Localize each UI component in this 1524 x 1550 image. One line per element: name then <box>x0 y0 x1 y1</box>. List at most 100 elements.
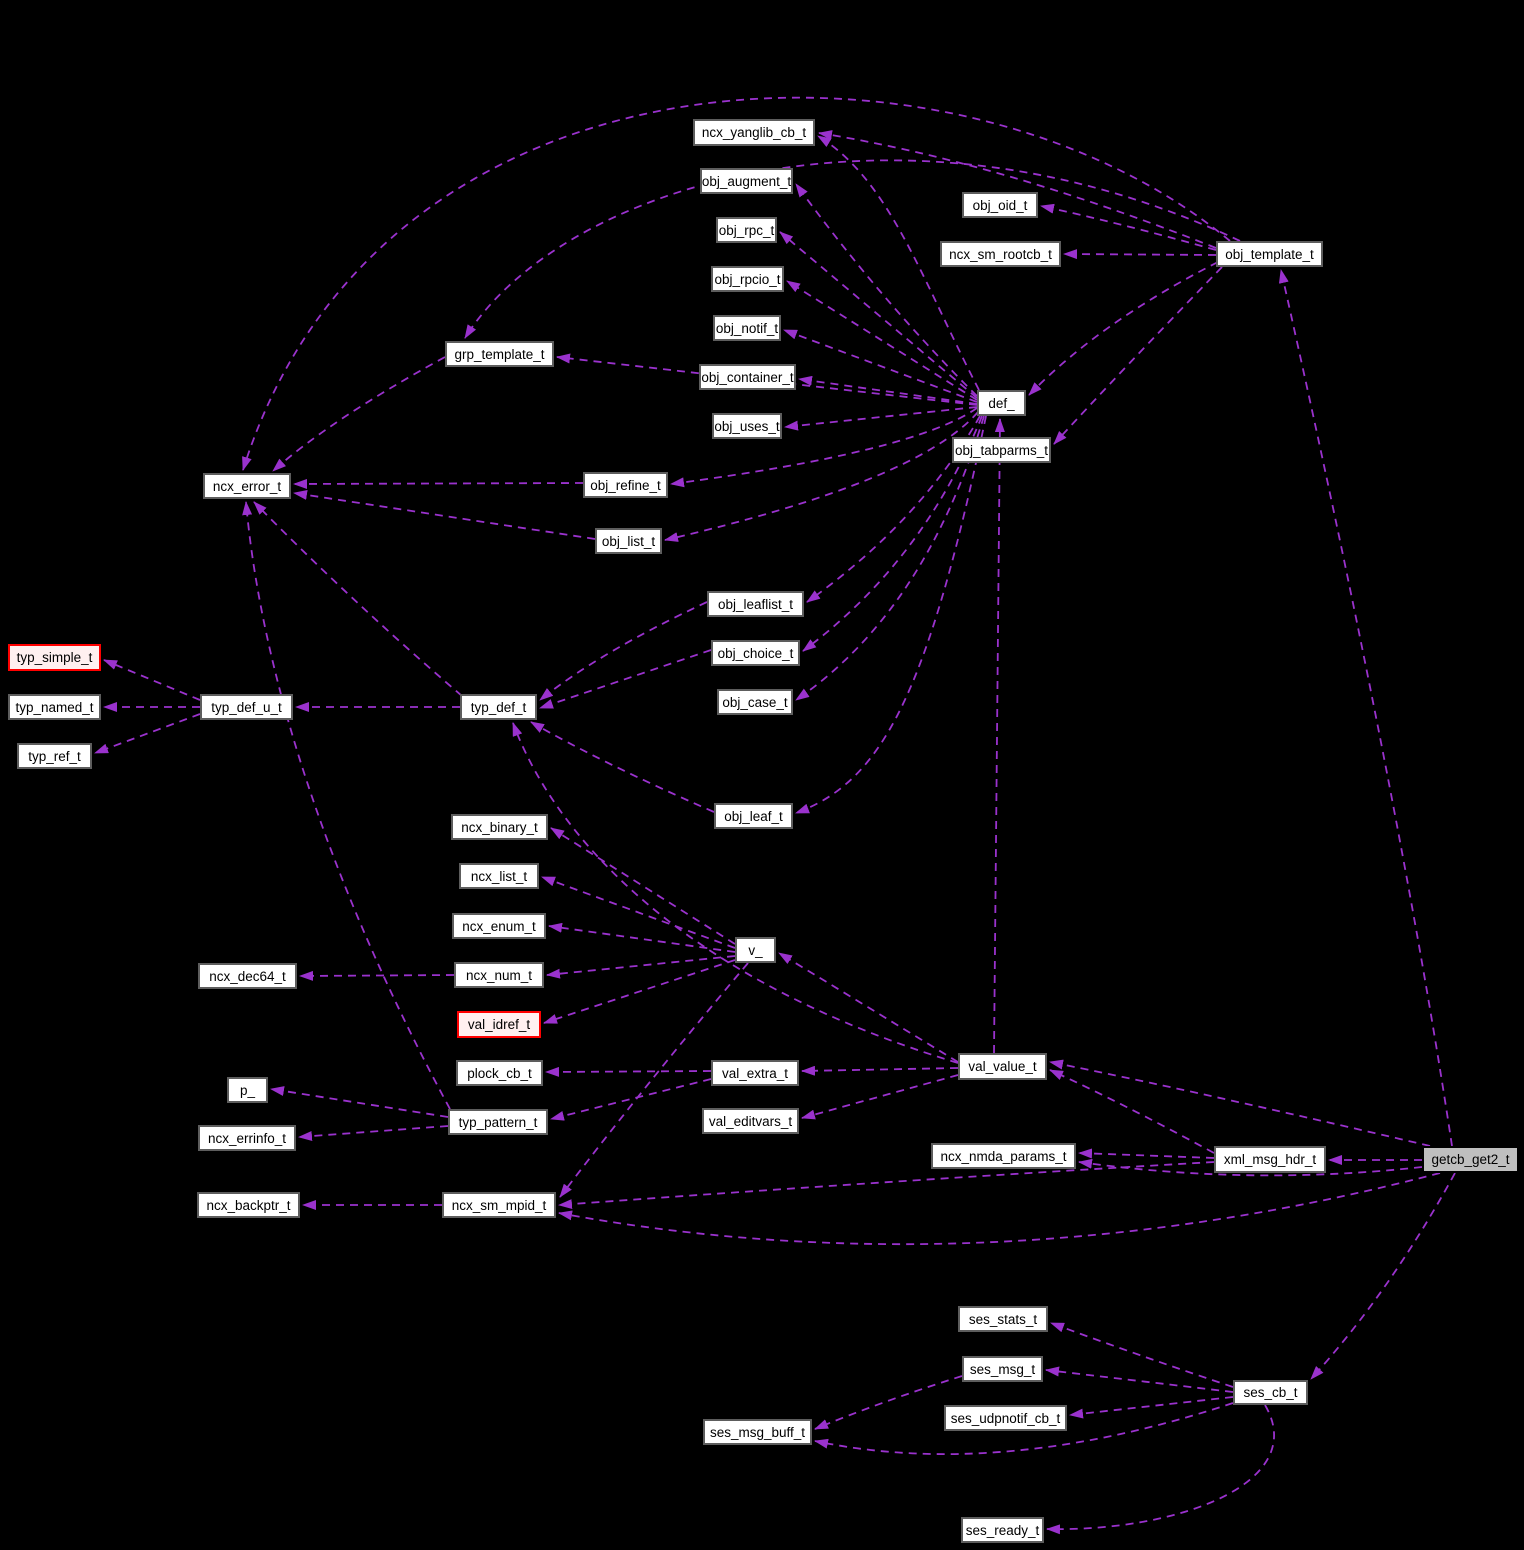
node-def[interactable]: def_ <box>977 390 1026 416</box>
edge-def-to-rpcio <box>786 280 978 401</box>
node-typ-ref-t[interactable]: typ_ref_t <box>17 743 92 769</box>
node-typ-def-t[interactable]: typ_def_t <box>460 694 537 720</box>
node-obj-list-t[interactable]: obj_list_t <box>595 528 662 554</box>
node-obj-augment-t[interactable]: obj_augment_t <box>700 168 793 194</box>
edge-value-to-typdef <box>512 722 959 1064</box>
node-getcb-get2-t: getcb_get2_t <box>1422 1146 1519 1173</box>
edge-extra-to-pattern <box>550 1078 712 1121</box>
edge-v-to-idref <box>543 959 736 1024</box>
node-ses-cb-t[interactable]: ses_cb_t <box>1233 1380 1308 1405</box>
node-obj-rpcio-t[interactable]: obj_rpcio_t <box>711 266 784 292</box>
node-obj-case-t[interactable]: obj_case_t <box>717 689 793 715</box>
node-val-extra-t[interactable]: val_extra_t <box>711 1060 799 1086</box>
node-xml-msg-hdr-t[interactable]: xml_msg_hdr_t <box>1214 1146 1326 1173</box>
node-grp-template-t[interactable]: grp_template_t <box>445 341 554 367</box>
node-ses-stats-t[interactable]: ses_stats_t <box>958 1306 1048 1332</box>
node-obj-template-t[interactable]: obj_template_t <box>1216 241 1323 267</box>
node-obj-choice-t[interactable]: obj_choice_t <box>711 640 800 666</box>
node-ncx-dec64-t[interactable]: ncx_dec64_t <box>198 963 297 989</box>
edge-defu-to-simple <box>103 659 201 701</box>
node-ncx-sm-mpid-t[interactable]: ncx_sm_mpid_t <box>442 1192 556 1218</box>
node-val-editvars-t[interactable]: val_editvars_t <box>702 1108 799 1134</box>
edge-getcb-to-mpid <box>558 1172 1441 1246</box>
edge-typdef-to-error <box>253 501 463 697</box>
edge-xmlhdr-to-value <box>1049 1069 1215 1154</box>
node-obj-rpc-t[interactable]: obj_rpc_t <box>716 217 777 243</box>
node-ncx-list-t[interactable]: ncx_list_t <box>459 863 539 889</box>
edge-sescb-to-msgbuff <box>814 1402 1234 1456</box>
node-ncx-num-t[interactable]: ncx_num_t <box>454 962 544 988</box>
edge-v-to-nlist <box>541 876 736 949</box>
edge-getcb-to-nmda <box>1078 1158 1423 1177</box>
edge-def-to-augment <box>795 183 978 397</box>
edge-refine-to-error <box>293 478 584 489</box>
edge-v-to-binary <box>550 827 736 945</box>
node-ses-ready-t[interactable]: ses_ready_t <box>961 1517 1044 1543</box>
node-ncx-error-t[interactable]: ncx_error_t <box>203 473 291 499</box>
node-ses-msg-buff-t[interactable]: ses_msg_buff_t <box>703 1419 812 1445</box>
node-p[interactable]: p_ <box>227 1077 268 1103</box>
edge-leaf-to-typdef <box>530 721 715 813</box>
node-obj-refine-t[interactable]: obj_refine_t <box>583 472 668 498</box>
edge-xmlhdr-to-nmda <box>1078 1148 1215 1159</box>
node-val-idref-t[interactable]: val_idref_t <box>457 1011 541 1038</box>
edge-grp-to-error <box>272 356 446 472</box>
edge-objtemplate-to-tabparms <box>1053 266 1223 445</box>
node-obj-container-t[interactable]: obj_container_t <box>699 364 796 390</box>
node-ses-udpnotif-cb-t[interactable]: ses_udpnotif_cb_t <box>944 1405 1067 1431</box>
edge-def-to-rpc <box>779 231 978 399</box>
edge-def-to-yanglib <box>817 135 980 391</box>
edge-pattern-to-errinfo <box>298 1125 449 1142</box>
node-ncx-yanglib-cb-t[interactable]: ncx_yanglib_cb_t <box>693 119 815 146</box>
edge-objtemplate-to-def <box>1028 261 1219 396</box>
edge-objtemplate-to-error <box>242 96 1231 471</box>
edge-objtemplate-to-oid <box>1040 203 1217 251</box>
edge-def-to-uses <box>784 406 978 431</box>
node-ncx-sm-rootcb-t[interactable]: ncx_sm_rootcb_t <box>940 241 1061 267</box>
edge-getcb-to-objtemplate <box>1278 269 1453 1147</box>
edge-def-to-objlist <box>664 411 979 542</box>
node-obj-tabparms-t[interactable]: obj_tabparms_t <box>952 437 1051 463</box>
node-obj-oid-t[interactable]: obj_oid_t <box>962 192 1038 218</box>
node-ses-msg-t[interactable]: ses_msg_t <box>962 1356 1043 1382</box>
node-val-value-t[interactable]: val_value_t <box>958 1053 1047 1080</box>
node-ncx-backptr-t[interactable]: ncx_backptr_t <box>197 1192 300 1218</box>
node-typ-named-t[interactable]: typ_named_t <box>8 694 101 720</box>
node-plock-cb-t[interactable]: plock_cb_t <box>456 1060 543 1086</box>
edge-v-to-enum <box>548 922 736 953</box>
edge-pattern-to-error <box>242 501 451 1110</box>
edge-leaflist-to-typdef <box>539 601 708 701</box>
node-ncx-errinfo-t[interactable]: ncx_errinfo_t <box>198 1125 296 1151</box>
edge-num-to-dec64 <box>299 970 455 981</box>
edge-def-to-container <box>798 375 978 405</box>
node-obj-uses-t[interactable]: obj_uses_t <box>712 413 782 439</box>
node-typ-def-u-t[interactable]: typ_def_u_t <box>200 694 293 720</box>
node-ncx-nmda-params-t[interactable]: ncx_nmda_params_t <box>931 1143 1076 1169</box>
edge-v-to-mpid <box>559 962 749 1198</box>
edge-defu-to-ref <box>94 713 201 754</box>
node-v[interactable]: v_ <box>735 937 776 963</box>
node-obj-leaf-t[interactable]: obj_leaf_t <box>714 803 793 829</box>
edge-def-to-refine <box>670 407 978 488</box>
edge-extra-to-plock <box>545 1066 712 1077</box>
edge-sescb-to-ready <box>1046 1404 1275 1535</box>
edge-sescb-to-sesmsg <box>1045 1366 1234 1393</box>
edge-sescb-to-stats <box>1050 1322 1234 1388</box>
node-obj-notif-t[interactable]: obj_notif_t <box>713 315 781 341</box>
node-ncx-binary-t[interactable]: ncx_binary_t <box>451 814 548 840</box>
edge-value-to-def <box>993 418 1005 1054</box>
node-typ-pattern-t[interactable]: typ_pattern_t <box>448 1109 548 1135</box>
edge-def-to-notif <box>783 329 978 403</box>
node-ncx-enum-t[interactable]: ncx_enum_t <box>452 913 546 939</box>
edge-getcb-to-value <box>1049 1059 1431 1147</box>
edge-objlist-to-error <box>293 490 596 540</box>
node-obj-leaflist-t[interactable]: obj_leaflist_t <box>707 591 804 617</box>
edge-def-to-case <box>795 415 985 701</box>
edge-getcb-to-sescb <box>1310 1172 1456 1380</box>
edge-objtemplate-to-rootcb <box>1063 249 1217 260</box>
node-typ-simple-t[interactable]: typ_simple_t <box>8 644 101 671</box>
edge-sescb-to-udp <box>1069 1396 1234 1419</box>
edge-def-to-leaf <box>795 415 987 814</box>
